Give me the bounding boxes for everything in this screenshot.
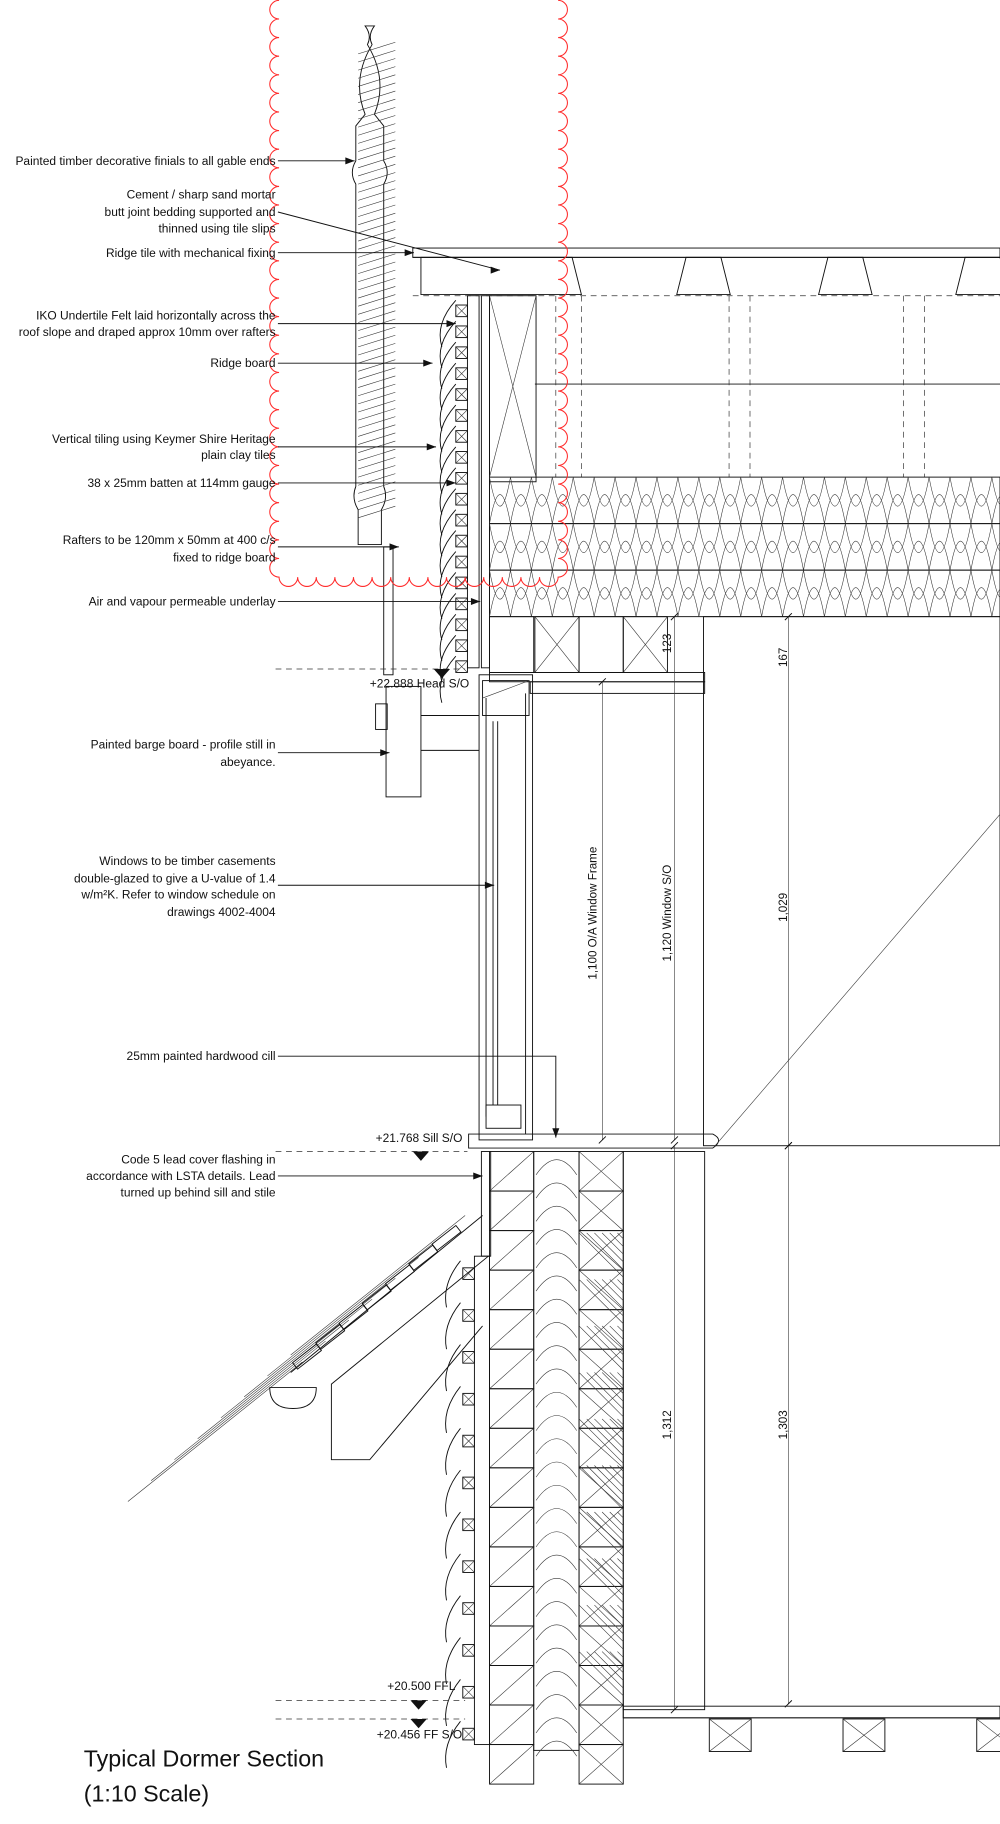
leader-line — [277, 1055, 557, 1138]
annotation-cill-line: 25mm painted hardwood cill — [127, 1049, 276, 1063]
leader-lines — [277, 157, 560, 1180]
annotation-ridge-tile-line: Ridge tile with mechanical fixing — [106, 246, 276, 260]
annotation-ridge-board-line: Ridge board — [210, 356, 275, 370]
annotation-vertical-tiling-line: Vertical tiling using Keymer Shire Herit… — [52, 432, 276, 446]
arrowhead-icon — [446, 320, 456, 328]
arrowhead-icon — [380, 749, 390, 757]
level-marker-icon — [410, 1700, 427, 1710]
arrowhead-icon — [552, 1128, 560, 1138]
level-head: +22.888 Head S/O — [370, 677, 469, 691]
arrowhead-icon — [446, 479, 456, 487]
level-markers: +22.888 Head S/O +21.768 Sill S/O +20.500 … — [275, 668, 469, 1742]
annotation-rafters-line: Rafters to be 120mm x 50mm at 400 c/s — [63, 533, 276, 547]
annotation-batten-line: 38 x 25mm batten at 114mm gauge — [88, 476, 276, 490]
level-sill: +21.768 Sill S/O — [376, 1131, 463, 1145]
dimension-d123: 123 — [661, 634, 674, 653]
arrowhead-icon — [423, 359, 433, 367]
leader-line — [277, 211, 501, 271]
level-ff-so: +20.456 FF S/O — [377, 1728, 463, 1742]
arrowhead-icon — [426, 443, 437, 451]
dimension-labels: 1,100 O/A Window Frame 1,120 Window S/O 1,… — [587, 634, 791, 1440]
arrowhead-icon — [484, 881, 495, 889]
dimension-d1303: 1,303 — [777, 1410, 790, 1439]
construction-geometry — [127, 25, 1000, 1785]
annotation-mortar-line: Cement / sharp sand mortar — [127, 188, 276, 202]
annotation-lead-line: Code 5 lead cover flashing in — [121, 1153, 275, 1167]
arrowhead-icon — [389, 543, 399, 551]
annotation-rafters-line: fixed to ridge board — [173, 550, 275, 564]
level-marker-icon — [412, 1151, 430, 1161]
dimension-d167: 167 — [777, 648, 790, 667]
annotation-vertical-tiling-line: plain clay tiles — [201, 448, 276, 462]
arrowhead-icon — [473, 1172, 483, 1180]
annotation-finials-line: Painted timber decorative finials to all… — [15, 154, 275, 168]
annotation-windows-line: drawings 4002-4004 — [167, 905, 276, 919]
drawing-scale: (1:10 Scale) — [84, 1781, 209, 1807]
arrowhead-icon — [490, 266, 500, 274]
annotation-underlay-line: Air and vapour permeable underlay — [89, 595, 276, 609]
dimension-frame: 1,100 O/A Window Frame — [587, 847, 600, 980]
level-marker-icon — [410, 1718, 427, 1729]
annotation-barge-board-line: abeyance. — [220, 755, 275, 769]
annotation-lead-line: accordance with LSTA details. Lead — [86, 1169, 275, 1183]
arrowhead-icon — [470, 598, 481, 606]
dimension-d1312: 1,312 — [661, 1410, 674, 1439]
annotation-felt-line: IKO Undertile Felt laid horizontally acr… — [36, 309, 276, 323]
annotation-mortar-line: thinned using tile slips — [158, 221, 275, 235]
dimension-window-so: 1,120 Window S/O — [661, 865, 674, 962]
annotation-windows-line: w/m²K. Refer to window schedule on — [80, 888, 275, 902]
level-marker-icon — [433, 668, 450, 679]
annotation-labels: Painted timber decorative finials to all… — [15, 154, 275, 1199]
revision-cloud — [269, 0, 568, 587]
annotation-barge-board-line: Painted barge board - profile still in — [91, 738, 276, 752]
annotation-mortar-line: butt joint bedding supported and — [105, 205, 276, 219]
level-ffl: +20.500 FFL — [387, 1679, 456, 1693]
annotation-lead-line: turned up behind sill and stile — [121, 1185, 276, 1199]
annotation-windows-line: Windows to be timber casements — [99, 854, 275, 868]
arrowhead-icon — [345, 157, 355, 165]
annotation-windows-line: double-glazed to give a U-value of 1.4 — [74, 871, 276, 885]
arrowhead-icon — [404, 249, 414, 257]
dimension-d1029: 1,029 — [777, 893, 790, 922]
drawing-title: Typical Dormer Section — [84, 1746, 324, 1772]
annotation-felt-line: roof slope and draped approx 10mm over r… — [19, 325, 276, 339]
